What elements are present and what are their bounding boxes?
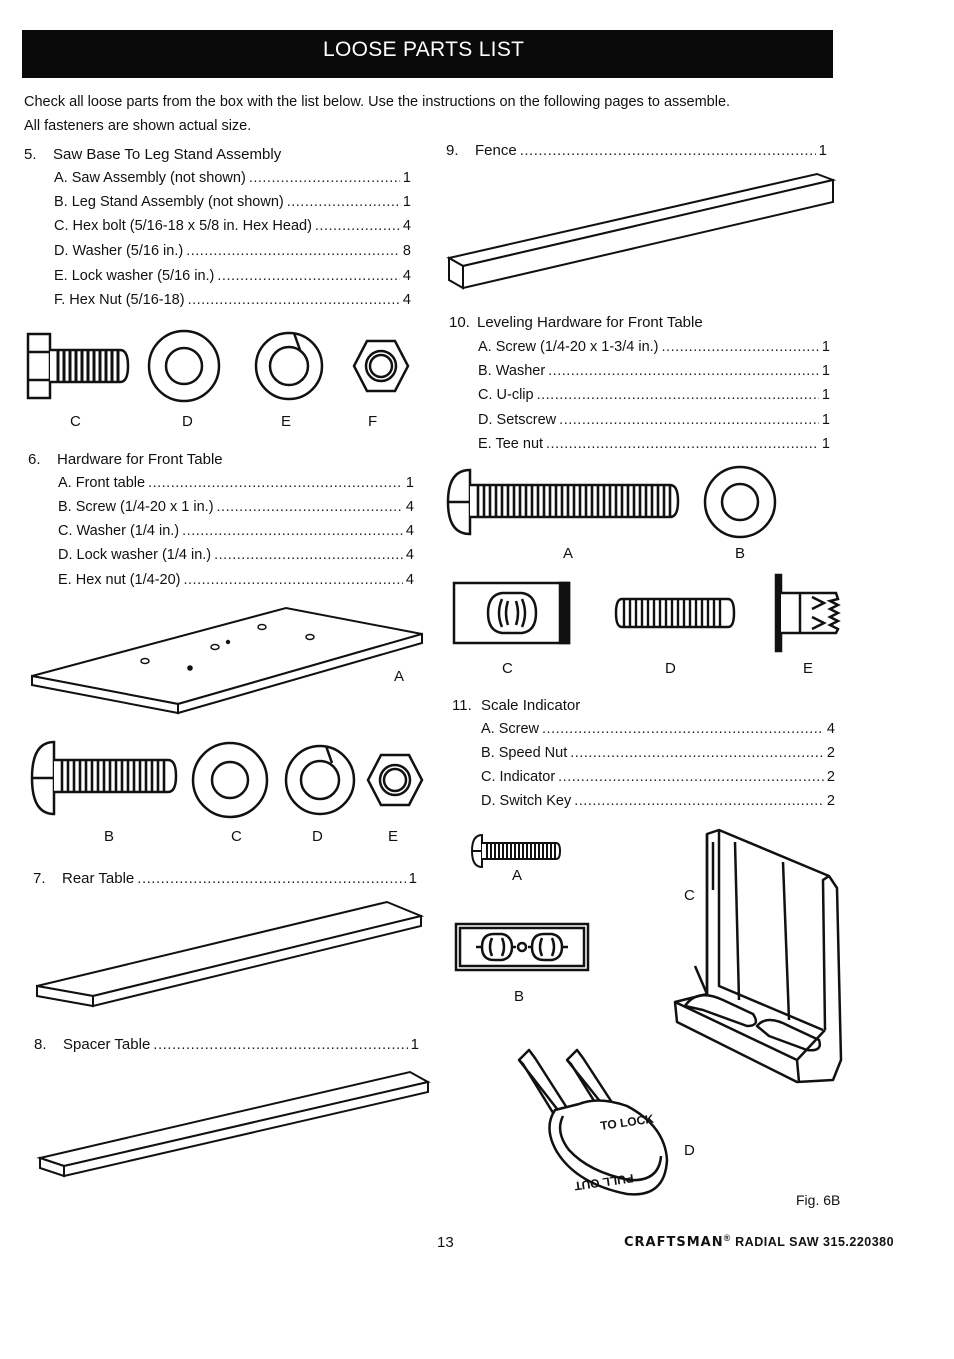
- section-5-number: 5.: [24, 146, 37, 163]
- tee-nut-icon: [774, 573, 841, 653]
- figure-label: E: [803, 660, 814, 677]
- washer-icon: [191, 741, 269, 819]
- parts-row: B. Screw (1/4-20 x 1 in.)4: [58, 499, 414, 515]
- hex-bolt-icon: [26, 332, 130, 400]
- intro-line-1: Check all loose parts from the box with …: [24, 94, 731, 110]
- section-8-number: 8.: [34, 1036, 47, 1053]
- figure-label: A: [394, 668, 405, 685]
- parts-row: F. Hex Nut (5/16-18)4: [54, 292, 411, 308]
- page-number: 13: [437, 1234, 454, 1251]
- page-title: LOOSE PARTS LIST: [323, 38, 525, 61]
- front-table-illustration: [31, 606, 423, 715]
- parts-row: B. Washer1: [478, 363, 830, 379]
- parts-row: A. Screw (1/4-20 x 1-3/4 in.)1: [478, 339, 830, 355]
- section-9-number: 9.: [446, 142, 459, 159]
- parts-row: A. Screw4: [481, 721, 835, 737]
- setscrew-icon: [614, 597, 736, 629]
- parts-row: D. Switch Key2: [481, 793, 835, 809]
- fence-illustration: [446, 172, 837, 290]
- speed-nut-icon: [454, 922, 590, 972]
- parts-row: C. U-clip1: [478, 387, 830, 403]
- figure-label: D: [182, 413, 193, 430]
- section-7-number: 7.: [33, 870, 46, 887]
- parts-row: B. Speed Nut2: [481, 745, 835, 761]
- parts-row: A. Saw Assembly (not shown)1: [54, 170, 411, 186]
- figure-label: B: [104, 828, 115, 845]
- figure-label: D: [665, 660, 676, 677]
- long-screw-icon: [446, 468, 680, 536]
- parts-row: D. Washer (5/16 in.)8: [54, 243, 411, 259]
- hex-nut-icon: [352, 339, 410, 393]
- washer-icon: [147, 329, 221, 403]
- parts-row: E. Tee nut1: [478, 436, 830, 452]
- figure-label: B: [735, 545, 746, 562]
- section-10-number: 10.: [449, 314, 470, 331]
- section-10-clip-setscrew-teenut-illustration: [452, 573, 841, 653]
- parts-row: D. Setscrew1: [478, 412, 830, 428]
- parts-row: E. Hex nut (1/4-20)4: [58, 572, 414, 588]
- section-6-hardware-illustration: [30, 740, 424, 819]
- figure-label: C: [70, 413, 81, 430]
- section-11-title: Scale Indicator: [481, 697, 581, 714]
- brand-name: CRAFTSMAN: [624, 1235, 724, 1250]
- parts-row: Spacer Table1: [63, 1036, 419, 1053]
- section-5-hardware-illustration: [26, 329, 410, 403]
- hex-nut-icon: [366, 753, 424, 807]
- small-screw-icon: [470, 833, 562, 869]
- parts-row: E. Lock washer (5/16 in.)4: [54, 268, 411, 284]
- section-6-number: 6.: [28, 451, 41, 468]
- figure-label: E: [388, 828, 399, 845]
- parts-row: C. Washer (1/4 in.)4: [58, 523, 414, 539]
- figure-label: C: [684, 887, 695, 904]
- lock-washer-icon: [284, 744, 356, 816]
- section-5-title: Saw Base To Leg Stand Assembly: [53, 146, 282, 163]
- switch-key-icon: TO LOCK PULL OUT: [517, 1048, 669, 1196]
- u-clip-icon: [452, 581, 571, 645]
- section-10-screw-washer-illustration: [446, 465, 777, 539]
- parts-row: A. Front table1: [58, 475, 414, 491]
- intro-line-2: All fasteners are shown actual size.: [24, 118, 252, 134]
- washer-icon: [703, 465, 777, 539]
- model-number: RADIAL SAW 315.220380: [735, 1235, 895, 1249]
- section-11-number: 11.: [452, 697, 472, 714]
- rear-table-illustration: [36, 900, 425, 1008]
- section-6-title: Hardware for Front Table: [57, 451, 223, 468]
- figure-caption: Fig. 6B: [796, 1192, 841, 1208]
- parts-row: C. Indicator2: [481, 769, 835, 785]
- figure-label: E: [281, 413, 292, 430]
- figure-label: D: [684, 1142, 695, 1159]
- figure-label: A: [512, 867, 523, 884]
- figure-label: A: [563, 545, 574, 562]
- lock-washer-icon: [254, 331, 324, 401]
- figure-label: F: [368, 413, 378, 430]
- pan-head-screw-icon: [30, 740, 178, 816]
- spacer-table-illustration: [36, 1070, 431, 1178]
- indicator-icon: [673, 828, 843, 1084]
- title-banner: LOOSE PARTS LIST: [22, 30, 833, 78]
- brand-trademark: ®: [723, 1233, 731, 1243]
- parts-row: B. Leg Stand Assembly (not shown)1: [54, 194, 411, 210]
- figure-label: C: [502, 660, 513, 677]
- parts-row: D. Lock washer (1/4 in.)4: [58, 547, 414, 563]
- parts-row: Rear Table1: [62, 870, 417, 887]
- brand-logo: CRAFTSMAN® RADIAL SAW 315.220380: [624, 1233, 894, 1250]
- parts-row: C. Hex bolt (5/16-18 x 5/8 in. Hex Head)…: [54, 218, 411, 234]
- figure-label: D: [312, 828, 323, 845]
- section-10-title: Leveling Hardware for Front Table: [477, 314, 703, 331]
- figure-label: B: [514, 988, 525, 1005]
- figure-label: C: [231, 828, 242, 845]
- parts-row: Fence1: [475, 142, 827, 159]
